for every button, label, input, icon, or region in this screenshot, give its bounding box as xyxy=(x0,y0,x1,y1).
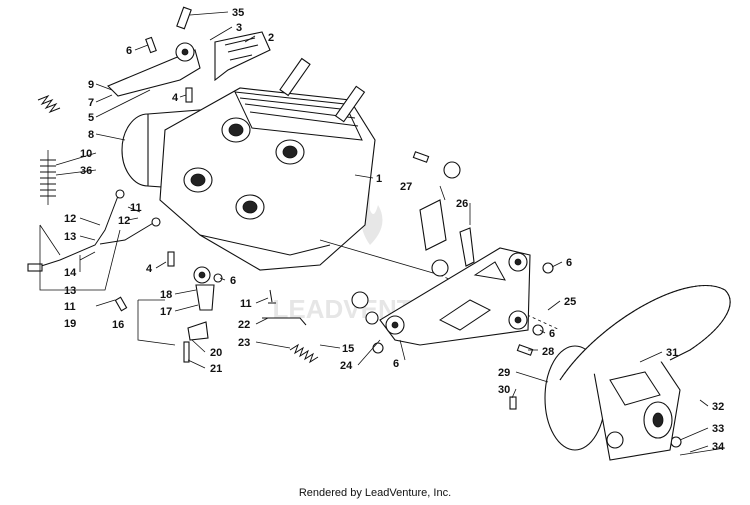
callout-14: 14 xyxy=(64,267,77,279)
bracket-26 xyxy=(459,227,475,267)
callout-28: 28 xyxy=(542,346,554,358)
callout-30: 30 xyxy=(498,384,510,396)
callout-6: 6 xyxy=(393,358,399,370)
callout-17: 17 xyxy=(160,306,172,318)
callout-4: 4 xyxy=(146,263,153,275)
callout-25: 25 xyxy=(564,296,576,308)
callout-3: 3 xyxy=(236,22,242,34)
engine-mount-17-18 xyxy=(183,266,215,363)
cable-23 xyxy=(262,289,307,326)
callout-6: 6 xyxy=(126,45,132,57)
callout-33: 33 xyxy=(712,423,724,435)
dampers xyxy=(351,161,461,325)
drive-belt xyxy=(559,285,731,381)
callout-12: 12 xyxy=(118,215,130,227)
callout-29: 29 xyxy=(498,367,510,379)
engine-assembly xyxy=(121,57,561,331)
callout-8: 8 xyxy=(88,129,94,141)
engine-mount-plate xyxy=(379,247,531,346)
callout-1: 1 xyxy=(376,173,382,185)
callout-21: 21 xyxy=(210,363,222,375)
callout-26: 26 xyxy=(456,198,468,210)
callout-22: 22 xyxy=(238,319,250,331)
callout-5: 5 xyxy=(88,112,94,124)
callout-6: 6 xyxy=(230,275,236,287)
callout-20: 20 xyxy=(210,347,222,359)
fasteners xyxy=(114,6,726,456)
callout-24: 24 xyxy=(340,360,353,372)
mount-pad-27 xyxy=(419,199,447,251)
fuel-line-assembly xyxy=(27,189,161,291)
callout-19: 19 xyxy=(64,318,76,330)
callout-11: 11 xyxy=(130,202,142,214)
callout-4: 4 xyxy=(172,92,179,104)
callout-15: 15 xyxy=(342,343,354,355)
callout-labels: 35 3 2 6 9 7 5 4 8 10 36 1 27 26 12 11 1… xyxy=(64,7,725,453)
spring-9 xyxy=(37,94,61,114)
callout-23: 23 xyxy=(238,337,250,349)
callout-35: 35 xyxy=(232,7,244,19)
callout-32: 32 xyxy=(712,401,724,413)
engine-mount-bracket-top xyxy=(107,42,201,97)
callout-10: 10 xyxy=(80,148,92,160)
footer-credit: Rendered by LeadVenture, Inc. xyxy=(298,487,452,499)
lift-handle xyxy=(214,31,271,82)
spring-15 xyxy=(289,343,319,364)
callout-18: 18 xyxy=(160,289,172,301)
callout-13: 13 xyxy=(64,285,76,297)
callout-36: 36 xyxy=(80,165,92,177)
leader-lines xyxy=(55,11,709,453)
callout-12: 12 xyxy=(64,213,76,225)
callout-27: 27 xyxy=(400,181,412,193)
callout-2: 2 xyxy=(268,32,274,44)
callout-34: 34 xyxy=(712,441,725,453)
callout-9: 9 xyxy=(88,79,94,91)
callout-6: 6 xyxy=(549,328,555,340)
callout-11: 11 xyxy=(240,298,252,310)
callout-13: 13 xyxy=(64,231,76,243)
callout-31: 31 xyxy=(666,347,678,359)
callout-11: 11 xyxy=(64,301,76,313)
spring-10-36 xyxy=(40,150,56,205)
callout-16: 16 xyxy=(112,319,124,331)
callout-7: 7 xyxy=(88,97,94,109)
callout-6: 6 xyxy=(566,257,572,269)
